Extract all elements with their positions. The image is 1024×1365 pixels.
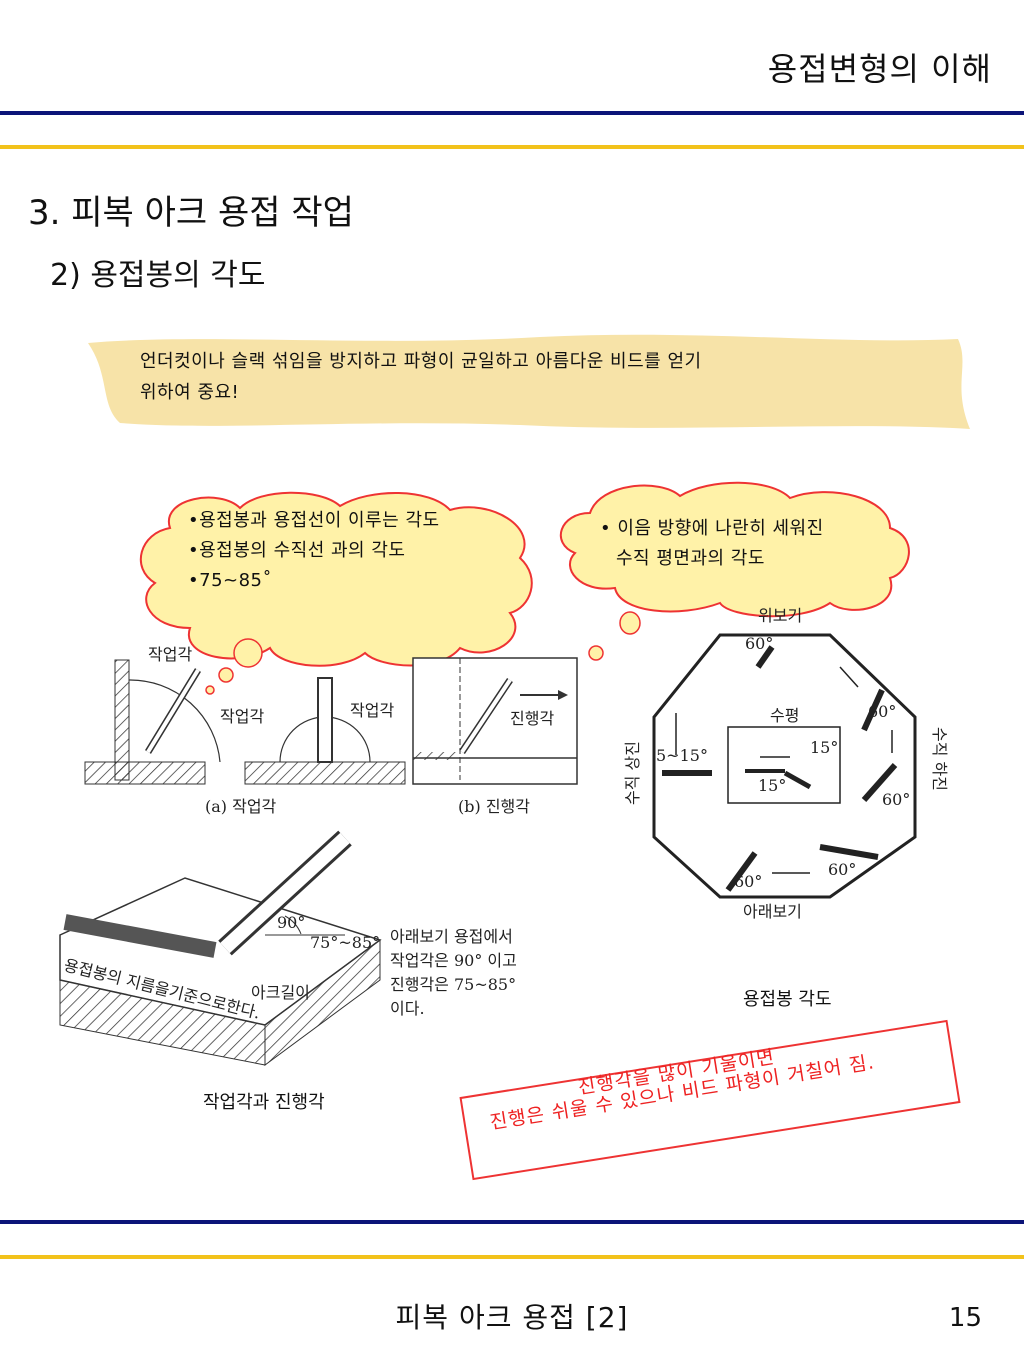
bottom-fig-desc3: 진행각은 75~85° xyxy=(390,975,516,994)
cloud-right-item-1: • 이음 방향에 나란히 세워진 xyxy=(600,518,824,539)
fig-a-label-2: 작업각 xyxy=(220,707,264,726)
intro-note-text: 언더컷이나 슬랙 섞임을 방지하고 파형이 균일하고 아름다운 비드를 얻기 위… xyxy=(140,346,900,408)
bottom-fig-deg90: 90° xyxy=(277,913,305,932)
thought-cloud-right xyxy=(559,481,910,661)
header-rule-navy xyxy=(0,111,1024,115)
bottom-fig-desc4: 이다. xyxy=(390,999,425,1018)
octagon-deg60-br: 60° xyxy=(828,860,856,879)
bottom-fig-desc1: 아래보기 용접에서 xyxy=(390,927,513,946)
octagon-right-label: 수직 하진 xyxy=(930,727,949,791)
section-title: 3. 피복 아크 용접 작업 xyxy=(28,193,354,233)
fig-a-caption: (a) 작업각 xyxy=(205,797,277,816)
figure-octagon-positions: 위보기 아래보기 수평 수직 상진 수직 하진 60° 60° 60° 60° … xyxy=(623,606,949,1010)
thought-cloud-left xyxy=(139,491,533,695)
header-rule-yellow xyxy=(0,145,1024,149)
octagon-deg15-a: 15° xyxy=(810,738,838,757)
fig-a-label-1: 작업각 xyxy=(148,645,192,664)
page-number: 15 xyxy=(948,1303,982,1333)
bottom-fig-caption: 작업각과 진행각 xyxy=(203,1092,325,1113)
cloud-right-text: • 이음 방향에 나란히 세워진 수직 평면과의 각도 xyxy=(600,514,824,574)
section-subtitle: 2) 용접봉의 각도 xyxy=(50,258,266,293)
cloud-left-item-1: •용접봉과 용접선이 이루는 각도 xyxy=(188,510,440,531)
cloud-left-text: •용접봉과 용접선이 이루는 각도 •용접봉의 수직선 과의 각도 •75~85… xyxy=(188,506,440,596)
cloud-left-item-2: •용접봉의 수직선 과의 각도 xyxy=(188,540,406,561)
octagon-deg60-top: 60° xyxy=(745,634,773,653)
footer-rule-navy xyxy=(0,1220,1024,1224)
octagon-bottom-label: 아래보기 xyxy=(743,902,802,921)
footer-title: 피복 아크 용접 [2] xyxy=(395,1301,629,1334)
bottom-fig-desc2: 작업각은 90° 이고 xyxy=(390,951,517,970)
octagon-top-label: 위보기 xyxy=(758,606,802,625)
fig-a-label-3: 작업각 xyxy=(350,701,394,720)
octagon-caption: 용접봉 각도 xyxy=(743,989,832,1010)
octagon-left-label: 수직 상진 xyxy=(623,741,642,805)
cloud-right-item-2: 수직 평면과의 각도 xyxy=(616,548,765,569)
header-title: 용접변형의 이해 xyxy=(767,50,992,88)
octagon-deg60-r: 60° xyxy=(882,790,910,809)
fig-b-caption: (b) 진행각 xyxy=(458,797,530,816)
octagon-range: 5~15° xyxy=(656,746,708,765)
intro-note-line1: 언더컷이나 슬랙 섞임을 방지하고 파형이 균일하고 아름다운 비드를 얻기 xyxy=(140,351,702,372)
intro-note-line2: 위하여 중요! xyxy=(140,382,240,403)
octagon-center-label: 수평 xyxy=(770,706,799,725)
footer-rule-yellow xyxy=(0,1255,1024,1259)
cloud-left-item-3: •75~85˚ xyxy=(188,570,273,591)
bottom-fig-range: 75°~85° xyxy=(310,933,380,952)
bottom-fig-arclen: 아크길이 xyxy=(251,983,310,1002)
intro-note-paper xyxy=(88,334,970,429)
octagon-deg15-b: 15° xyxy=(758,776,786,795)
figure-work-travel-angle: 작업각 작업각 작업각 (a) 작업각 진행각 (b) 진행각 xyxy=(84,645,578,816)
figure-perspective: 90° 75°~85° 아크길이 용접봉의 지름을기준으로한다. 아래보기 용접… xyxy=(59,830,517,1113)
fig-b-label: 진행각 xyxy=(510,709,554,728)
